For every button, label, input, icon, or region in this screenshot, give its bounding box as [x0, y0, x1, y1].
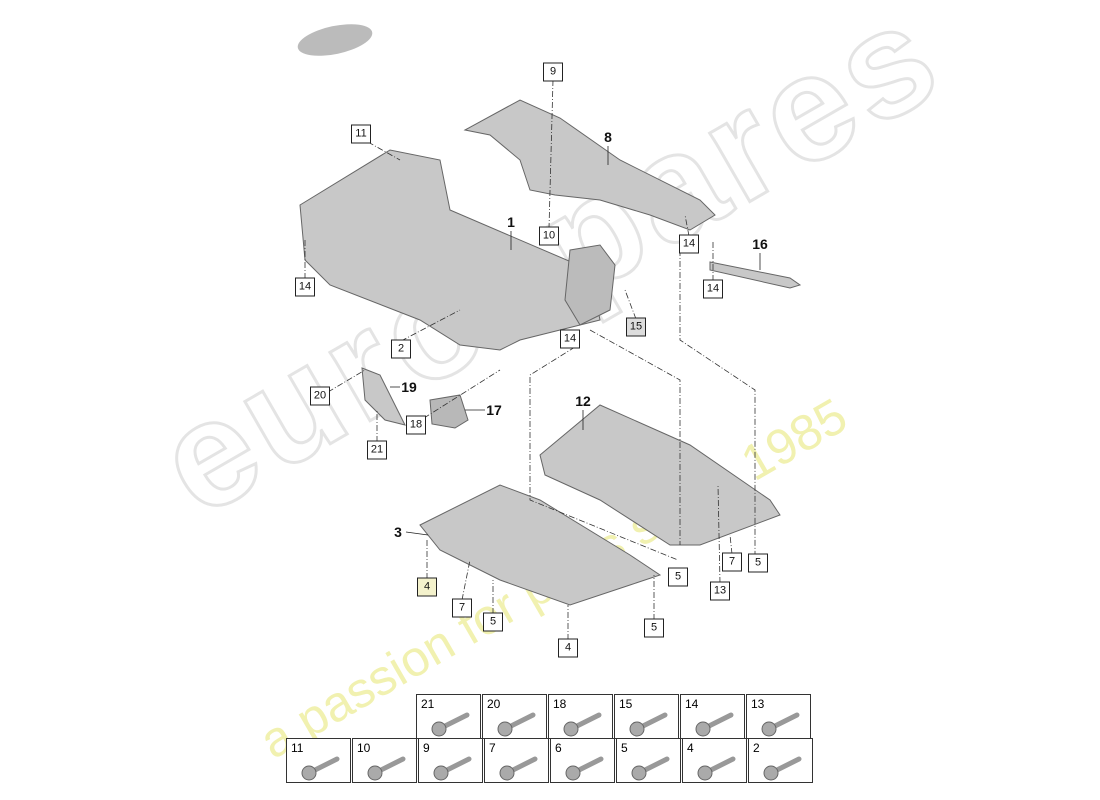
fastener-icon	[563, 712, 602, 737]
part-cell-13: 13	[746, 694, 811, 739]
callout-21: 21	[367, 440, 387, 460]
part-cell-14: 14	[680, 694, 745, 739]
fastener-icon	[763, 756, 802, 781]
callout-20: 20	[310, 386, 330, 406]
part-number: 4	[687, 741, 694, 755]
callout-5: 5	[668, 567, 688, 587]
fastener-icon	[367, 756, 406, 781]
callout-2: 2	[391, 339, 411, 359]
callout-8: 8	[604, 129, 612, 145]
part-1-subframe	[299, 149, 601, 351]
callout-9: 9	[543, 62, 563, 82]
part-cell-21: 21	[416, 694, 481, 739]
callout-19: 19	[401, 379, 417, 395]
part-number: 2	[753, 741, 760, 755]
part-cell-5: 5	[616, 738, 681, 783]
fastener-icon	[433, 756, 472, 781]
part-cell-2: 2	[748, 738, 813, 783]
fastener-icon	[301, 756, 340, 781]
callout-7: 7	[452, 598, 472, 618]
fastener-icon	[631, 756, 670, 781]
part-cell-10: 10	[352, 738, 417, 783]
fastener-icon	[565, 756, 604, 781]
part-19-bracket	[361, 367, 406, 426]
part-cell-15: 15	[614, 694, 679, 739]
part-8-crossmember	[463, 99, 716, 231]
part-number: 21	[421, 697, 435, 711]
part-number: 5	[621, 741, 628, 755]
callout-11: 11	[351, 124, 371, 144]
part-12-shield	[539, 404, 781, 546]
callout-17: 17	[486, 402, 502, 418]
callout-14: 14	[295, 277, 315, 297]
part-number: 13	[751, 697, 765, 711]
fastener-icon	[695, 712, 734, 737]
part-number: 18	[553, 697, 567, 711]
car-silhouette-icon	[297, 24, 373, 56]
part-1-tower	[564, 244, 616, 326]
callout-13: 13	[710, 581, 730, 601]
callout-5: 5	[644, 618, 664, 638]
callout-5: 5	[748, 553, 768, 573]
fastener-icon	[761, 712, 800, 737]
part-cell-7: 7	[484, 738, 549, 783]
fastener-icon	[497, 712, 536, 737]
callout-14: 14	[703, 279, 723, 299]
callout-12: 12	[575, 393, 591, 409]
fastener-icon	[629, 712, 668, 737]
part-16-strut	[709, 261, 802, 289]
part-cell-4: 4	[682, 738, 747, 783]
part-number: 7	[489, 741, 496, 755]
part-number: 11	[291, 741, 304, 755]
callout-15: 15	[626, 317, 646, 337]
fastener-icon	[499, 756, 538, 781]
part-number: 6	[555, 741, 562, 755]
callout-16: 16	[752, 236, 768, 252]
callout-3: 3	[394, 524, 402, 540]
part-number: 14	[685, 697, 699, 711]
part-number: 9	[423, 741, 430, 755]
callout-14: 14	[679, 234, 699, 254]
part-17-mount	[429, 394, 469, 429]
part-number: 20	[487, 697, 501, 711]
callout-14: 14	[560, 329, 580, 349]
callout-4: 4	[558, 638, 578, 658]
part-cell-11: 11	[286, 738, 351, 783]
part-cell-9: 9	[418, 738, 483, 783]
callout-1: 1	[507, 214, 515, 230]
callout-7: 7	[722, 552, 742, 572]
part-cell-20: 20	[482, 694, 547, 739]
part-cell-18: 18	[548, 694, 613, 739]
fastener-icon	[431, 712, 470, 737]
part-number: 10	[357, 741, 371, 755]
part-3-plate	[419, 484, 662, 606]
callout-4: 4	[417, 577, 437, 597]
callout-18: 18	[406, 415, 426, 435]
callout-5: 5	[483, 612, 503, 632]
part-cell-6: 6	[550, 738, 615, 783]
callout-10: 10	[539, 226, 559, 246]
part-number: 15	[619, 697, 633, 711]
fastener-icon	[697, 756, 736, 781]
